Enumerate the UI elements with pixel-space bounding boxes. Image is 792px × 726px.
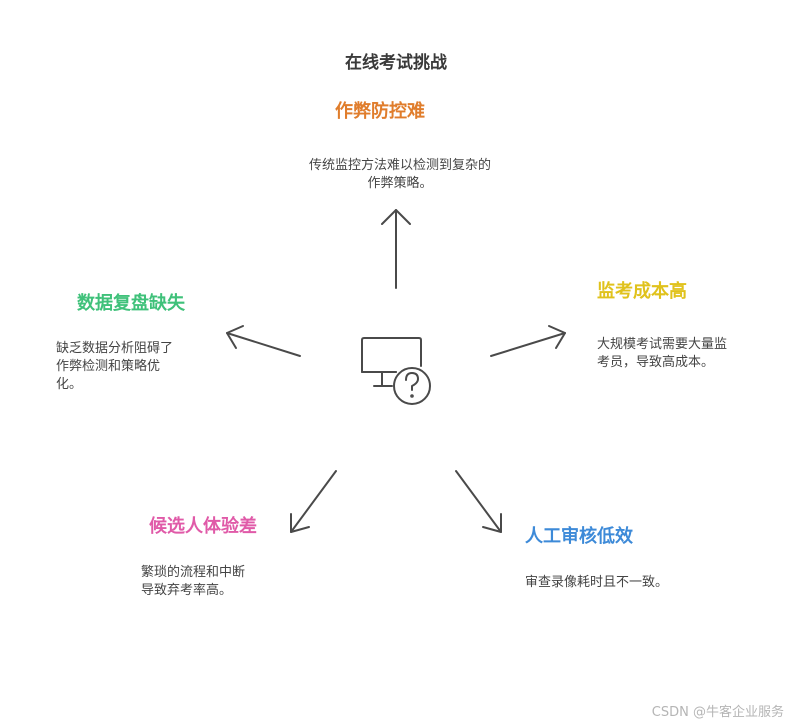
arrow-bottom-left [290,470,337,533]
node-bottom-left-desc-line: 导致弃考率高。 [141,583,233,598]
arrow-right [490,325,566,357]
monitor-question-icon [361,337,431,405]
arrow-left [226,325,301,357]
node-left-desc-line: 作弊检测和策略优 [56,359,161,374]
node-left-desc: 缺乏数据分析阻碍了 作弊检测和策略优 化。 [56,340,206,394]
diagram-title: 在线考试挑战 [345,53,447,73]
node-top-title: 作弊防控难 [335,101,425,122]
node-bottom-right-desc: 审查录像耗时且不一致。 [525,574,725,592]
arrow-up [381,209,411,289]
node-bottom-left-desc-line: 繁琐的流程和中断 [141,565,246,580]
node-top-desc-line: 作弊策略。 [367,176,433,191]
node-right-desc: 大规模考试需要大量监 考员，导致高成本。 [597,336,767,372]
node-top-desc-line: 传统监控方法难以检测到复杂的 [308,158,491,173]
node-left-title: 数据复盘缺失 [77,293,185,314]
node-right-desc-line: 考员，导致高成本。 [597,355,715,370]
watermark: CSDN @牛客企业服务 [651,705,784,720]
node-left-desc-line: 缺乏数据分析阻碍了 [56,341,174,356]
arrow-bottom-right [455,470,502,533]
node-bottom-left-desc: 繁琐的流程和中断 导致弃考率高。 [141,564,291,600]
node-top-desc: 传统监控方法难以检测到复杂的 作弊策略。 [280,157,520,193]
node-bottom-left-title: 候选人体验差 [149,516,257,537]
node-left-desc-line: 化。 [56,377,83,392]
node-bottom-right-title: 人工审核低效 [525,526,633,547]
node-bottom-right-desc-line: 审查录像耗时且不一致。 [525,575,669,590]
node-right-title: 监考成本高 [597,281,687,302]
node-right-desc-line: 大规模考试需要大量监 [597,337,728,352]
